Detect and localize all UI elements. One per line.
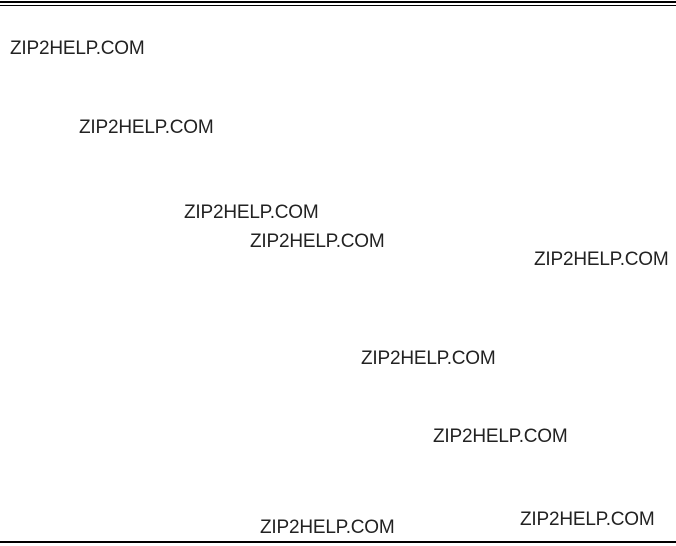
bottom-rule: [0, 541, 676, 543]
watermark-text: ZIP2HELP.COM: [79, 117, 214, 138]
watermark-text: ZIP2HELP.COM: [520, 509, 655, 530]
watermark-text: ZIP2HELP.COM: [250, 231, 385, 252]
watermark-text: ZIP2HELP.COM: [361, 348, 496, 369]
top-rule-thin: [0, 5, 676, 6]
watermark-text: ZIP2HELP.COM: [10, 38, 145, 59]
watermark-text: ZIP2HELP.COM: [534, 249, 669, 270]
watermark-text: ZIP2HELP.COM: [433, 426, 568, 447]
top-rule: [0, 1, 676, 3]
watermark-text: ZIP2HELP.COM: [260, 517, 395, 538]
watermark-text: ZIP2HELP.COM: [184, 202, 319, 223]
